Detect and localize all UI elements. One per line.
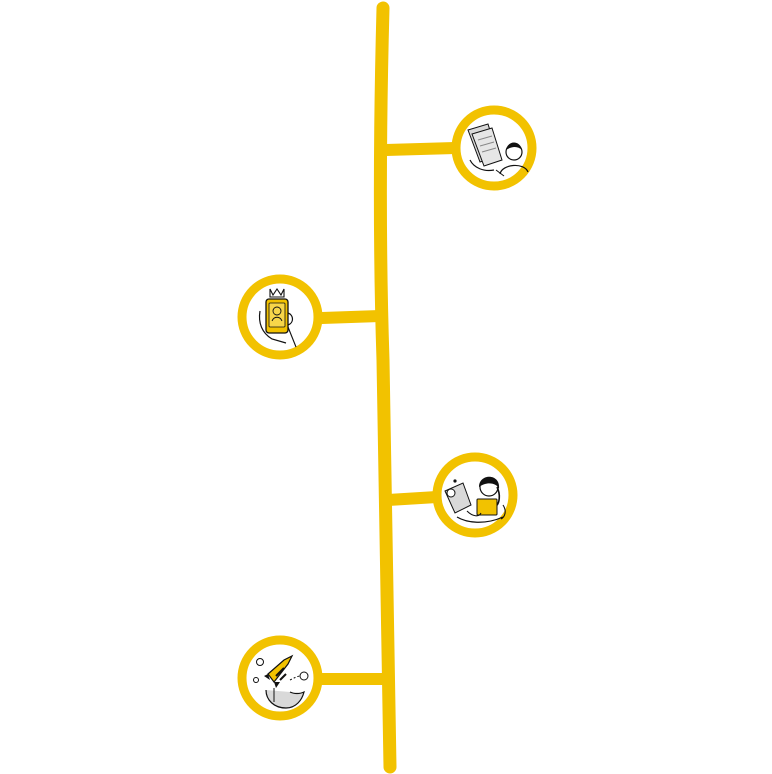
milestone-3 bbox=[382, 452, 518, 538]
person-with-ideas-icon bbox=[444, 476, 506, 523]
milestone-2 bbox=[237, 274, 386, 360]
milestone-connector bbox=[380, 142, 461, 156]
milestone-connector bbox=[382, 491, 443, 506]
milestone-1 bbox=[380, 105, 537, 191]
milestone-4 bbox=[237, 635, 392, 721]
smartphone-in-hand-icon bbox=[258, 288, 297, 348]
person-reading-documents-icon bbox=[467, 123, 529, 177]
milestone-connector bbox=[316, 310, 386, 324]
hand-launching-rocket-icon bbox=[253, 654, 309, 709]
timeline-spine bbox=[373, 1, 397, 774]
